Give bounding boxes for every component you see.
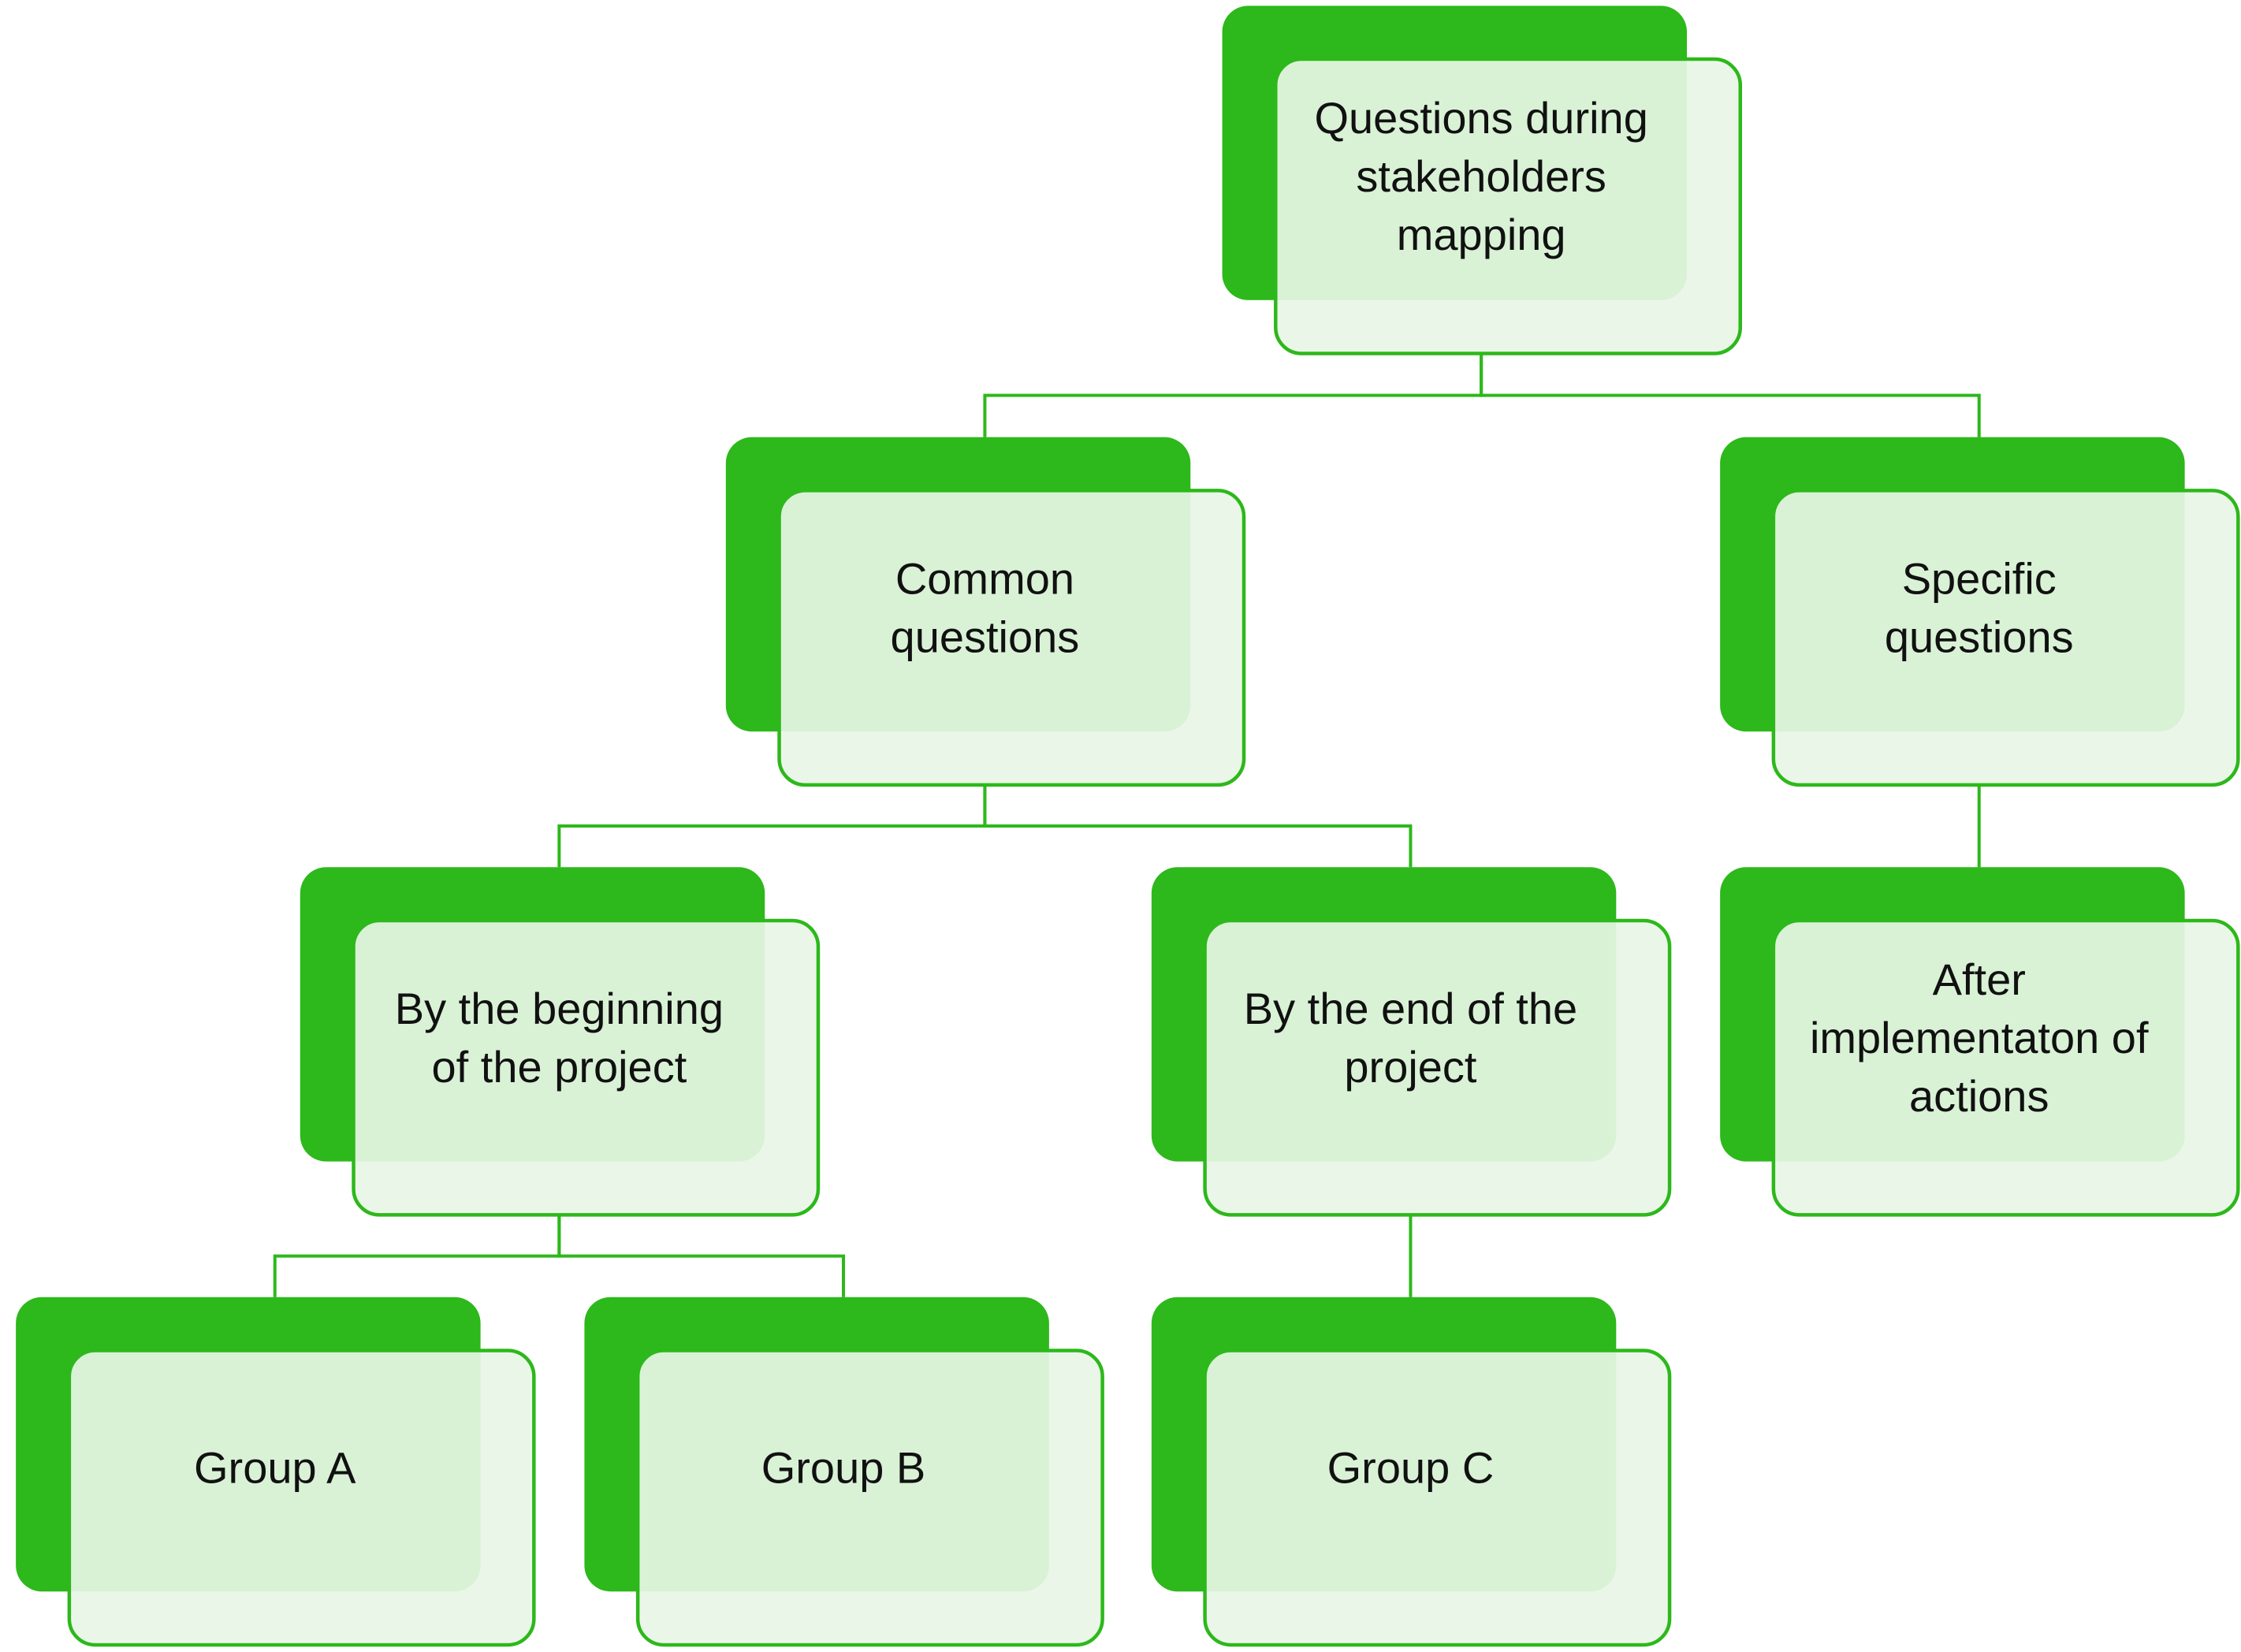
node-beginning-label-line: of the project	[432, 1042, 687, 1092]
node-group-c-label-line: Group C	[1327, 1442, 1495, 1492]
node-root-front-card	[1274, 57, 1743, 355]
node-root-label-line: mapping	[1397, 210, 1566, 259]
node-group-a-front-card	[67, 1349, 536, 1647]
node-end-front-card	[1203, 918, 1672, 1217]
node-end: By the end of the project	[1151, 867, 1672, 1217]
nodes: Questions during stakeholders mappingCommo…	[16, 6, 2240, 1647]
connector-root-to-common	[983, 353, 1483, 437]
node-group-a-label-line: Group A	[194, 1442, 356, 1492]
node-end-label-line: By the end of the	[1244, 984, 1577, 1033]
node-group-b-label-line: Group B	[761, 1442, 926, 1492]
node-beginning-front-card	[352, 918, 821, 1217]
node-root-label: Questions during stakeholders mapping	[1314, 93, 1647, 259]
node-common-label-line: Common	[895, 553, 1074, 603]
node-beginning: By the beginning of the project	[300, 867, 821, 1217]
connector-root-to-specific	[1480, 353, 1981, 437]
node-specific-label-line: Specific	[1902, 553, 2057, 603]
connector-beginning-to-group-a	[273, 1215, 561, 1297]
node-specific-front-card	[1771, 489, 2240, 787]
node-group-a-label: Group A	[194, 1442, 356, 1492]
node-after-label-line: implementaton of	[1810, 1013, 2149, 1062]
node-end-label: By the end of the project	[1244, 984, 1577, 1092]
node-beginning-label: By the beginning of the project	[395, 984, 724, 1092]
node-group-c-label: Group C	[1327, 1442, 1495, 1492]
node-common-label-line: questions	[891, 612, 1080, 661]
node-specific-label: Specific questions	[1885, 553, 2074, 661]
node-root: Questions during stakeholders mapping	[1222, 6, 1743, 355]
node-root-label-line: Questions during	[1314, 93, 1647, 143]
connector-common-to-end	[983, 784, 1413, 868]
node-group-c-front-card	[1203, 1349, 1672, 1647]
node-after-label-line: After	[1933, 954, 2026, 1004]
node-common-front-card	[777, 489, 1246, 787]
node-after-label-line: actions	[1909, 1071, 2049, 1121]
node-root-label-line: stakeholders	[1356, 151, 1606, 201]
connectors	[273, 353, 1981, 1297]
node-group-b-label: Group B	[761, 1442, 926, 1492]
node-common-label: Common questions	[891, 553, 1080, 661]
node-group-c: Group C	[1151, 1297, 1672, 1647]
node-after-label: After implementaton of actions	[1810, 954, 2149, 1121]
node-common: Common questions	[725, 437, 1246, 787]
node-group-a: Group A	[16, 1297, 536, 1647]
connector-beginning-to-group-b	[557, 1215, 846, 1297]
connector-common-to-beginning	[557, 784, 987, 868]
node-after-front-card	[1771, 918, 2240, 1217]
node-specific: Specific questions	[1720, 437, 2240, 787]
node-after: After implementaton of actions	[1720, 867, 2240, 1217]
node-end-label-line: project	[1344, 1042, 1477, 1092]
node-group-b-front-card	[635, 1349, 1104, 1647]
node-specific-label-line: questions	[1885, 612, 2074, 661]
node-beginning-label-line: By the beginning	[395, 984, 724, 1033]
node-group-b: Group B	[584, 1297, 1104, 1647]
